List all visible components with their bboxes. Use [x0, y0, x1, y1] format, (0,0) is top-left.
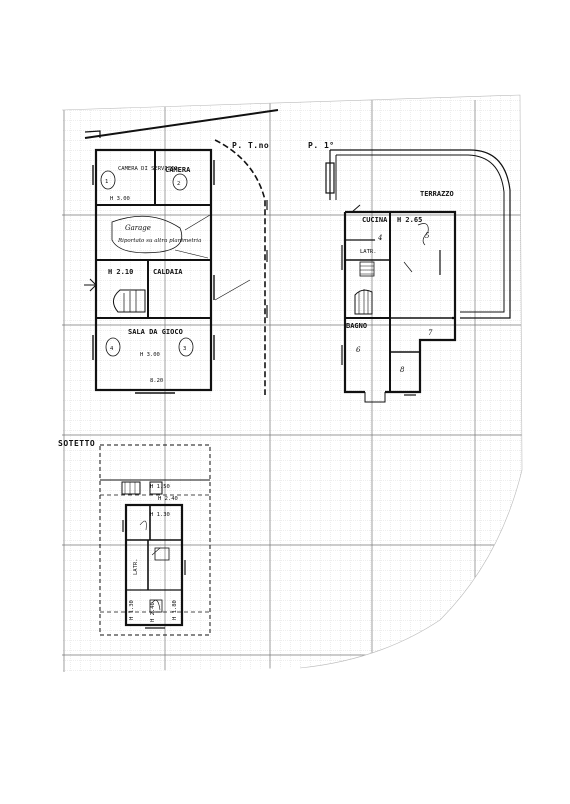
first-floor-latr: LATR.	[360, 249, 377, 255]
first-floor-num-5: 5	[425, 232, 430, 240]
first-floor-num-6: 6	[356, 346, 361, 354]
bagno-label: BAGNO	[346, 322, 367, 330]
circle-2: 2	[177, 181, 180, 187]
attic-h4: H 1.30	[129, 600, 135, 620]
attic-h6: H 2.40	[150, 602, 156, 622]
cucina-height: H 2.65	[397, 216, 422, 224]
attic-h3: H 1.30	[150, 512, 170, 518]
paper-edge	[61, 94, 523, 669]
bottom-mark: 8.20	[150, 378, 163, 384]
attic-plan	[99, 444, 211, 636]
first-floor-num-7: 7	[428, 329, 433, 337]
camera-label: CAMERA	[165, 166, 191, 174]
circle-4: 4	[110, 346, 114, 352]
circle-3: 3	[183, 346, 186, 352]
first-floor-plan	[325, 149, 511, 403]
first-floor-num-8: 8	[400, 366, 405, 374]
first-floor-num-4: 4	[377, 234, 382, 242]
first-floor-heading: P. 1°	[308, 141, 335, 150]
graph-paper-grid	[62, 95, 522, 672]
ground-floor-plan	[84, 109, 279, 395]
attic-h1: H 1.50	[150, 484, 170, 490]
sala-height: H 3.00	[140, 352, 160, 358]
caldaia-height: H 2.10	[108, 268, 133, 276]
garage-note: Riportato su altra planimetria	[117, 238, 201, 244]
attic-heading: SOTETTO	[58, 439, 95, 448]
attic-h5: H 1.80	[172, 600, 178, 620]
terrazzo-label: TERRAZZO	[420, 190, 454, 198]
camera-servizio-height: H 3.00	[110, 196, 130, 202]
sala-label: SALA DA GIOCO	[128, 328, 183, 336]
cucina-label: CUCINA	[362, 216, 388, 224]
caldaia-label: CALDAIA	[153, 268, 183, 276]
camera-servizio-label: CAMERA DI SERVIZIO	[118, 166, 178, 172]
ground-floor-heading: P. T.no	[232, 141, 269, 150]
attic-h2: H 2.40	[158, 496, 178, 502]
attic-latr: LATR.	[133, 558, 139, 575]
garage-label: Garage	[125, 224, 151, 232]
circle-1: 1	[105, 179, 108, 185]
